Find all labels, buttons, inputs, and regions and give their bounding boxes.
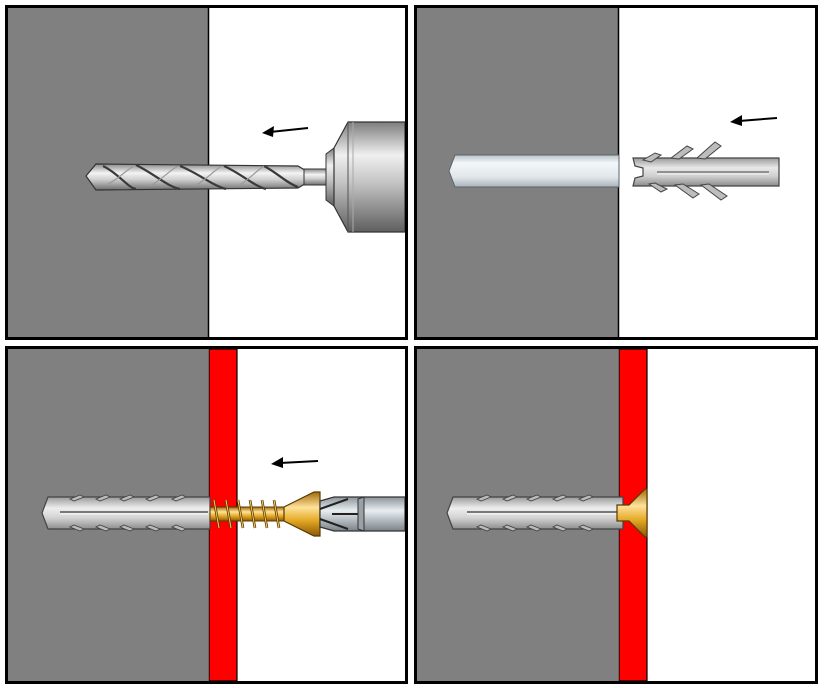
screw-icon: [209, 491, 321, 537]
arrow-left-icon: [271, 457, 319, 468]
step-2-plug-panel: [414, 5, 818, 340]
step-4-installed-panel: [414, 346, 818, 684]
screwdriver-bit-icon: [319, 496, 405, 532]
screw-head-icon: [616, 488, 648, 538]
step-4-drawing: [417, 349, 648, 681]
step-1-drawing: [8, 8, 405, 337]
drilled-hole: [448, 154, 620, 188]
wall-plug-icon: [41, 494, 211, 532]
wall-plug-icon: [632, 141, 780, 201]
step-2-drawing: [417, 8, 780, 337]
step-1-drill-panel: [5, 5, 408, 340]
wall-plug-icon: [446, 494, 624, 532]
arrow-left-icon: [730, 115, 778, 126]
drill-chuck-icon: [325, 121, 405, 233]
drill-bit-icon: [85, 163, 329, 191]
arrow-left-icon: [262, 126, 309, 137]
step-3-drawing: [8, 349, 405, 681]
step-3-screw-panel: [5, 346, 408, 684]
